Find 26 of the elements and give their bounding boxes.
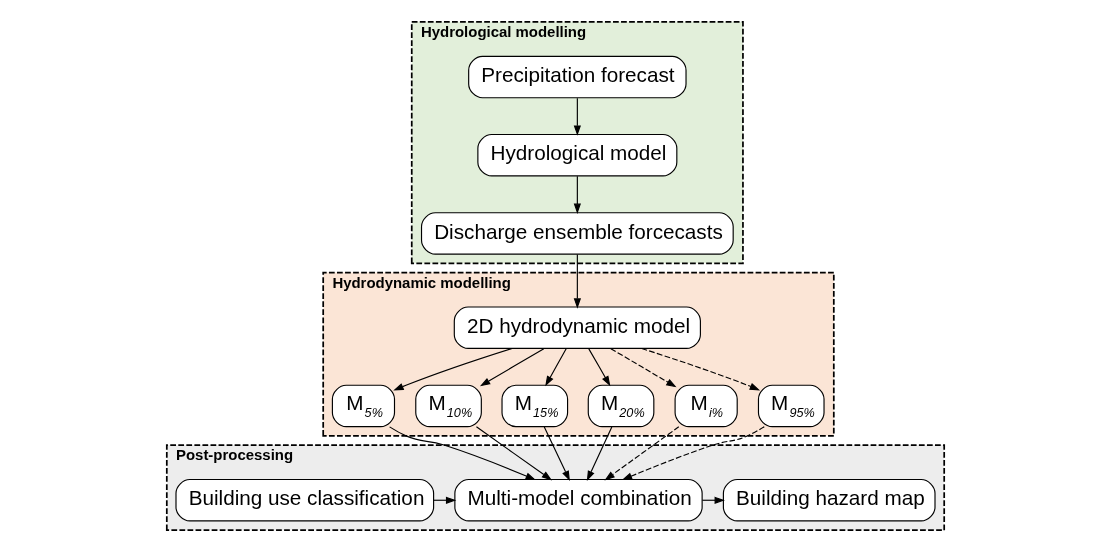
node-box: Building hazard map bbox=[722, 478, 936, 522]
arrow bbox=[641, 347, 761, 391]
arrow bbox=[588, 348, 611, 387]
node-box: M$_{20%}$ bbox=[587, 384, 655, 428]
node-box: 2D hydrodynamic model bbox=[453, 306, 701, 350]
node-box: M$_{10%}$ bbox=[415, 384, 482, 428]
arrow bbox=[475, 426, 553, 481]
arrow bbox=[610, 348, 677, 388]
node-box: Discharge ensemble forcecasts bbox=[420, 212, 734, 255]
node-box: Precipitation forecast bbox=[468, 55, 687, 99]
arrow bbox=[479, 348, 545, 387]
arrow bbox=[573, 97, 581, 136]
arrow bbox=[393, 347, 513, 391]
arrow bbox=[389, 426, 536, 481]
arrow bbox=[604, 426, 680, 481]
node-box: Hydrological model bbox=[477, 133, 678, 177]
node-box: M$_{95%}$ bbox=[757, 384, 825, 428]
arrow bbox=[621, 426, 765, 481]
node-box: Building use classification bbox=[175, 478, 435, 522]
arrow bbox=[545, 348, 567, 387]
node-box: M$_{5%}$ bbox=[331, 384, 396, 428]
arrow bbox=[573, 175, 581, 214]
node-box: M$_{i%}$ bbox=[674, 384, 738, 428]
arrow bbox=[573, 254, 581, 309]
node-box: M$_{15%}$ bbox=[501, 384, 569, 428]
node-box: Multi-model combination bbox=[454, 478, 703, 522]
